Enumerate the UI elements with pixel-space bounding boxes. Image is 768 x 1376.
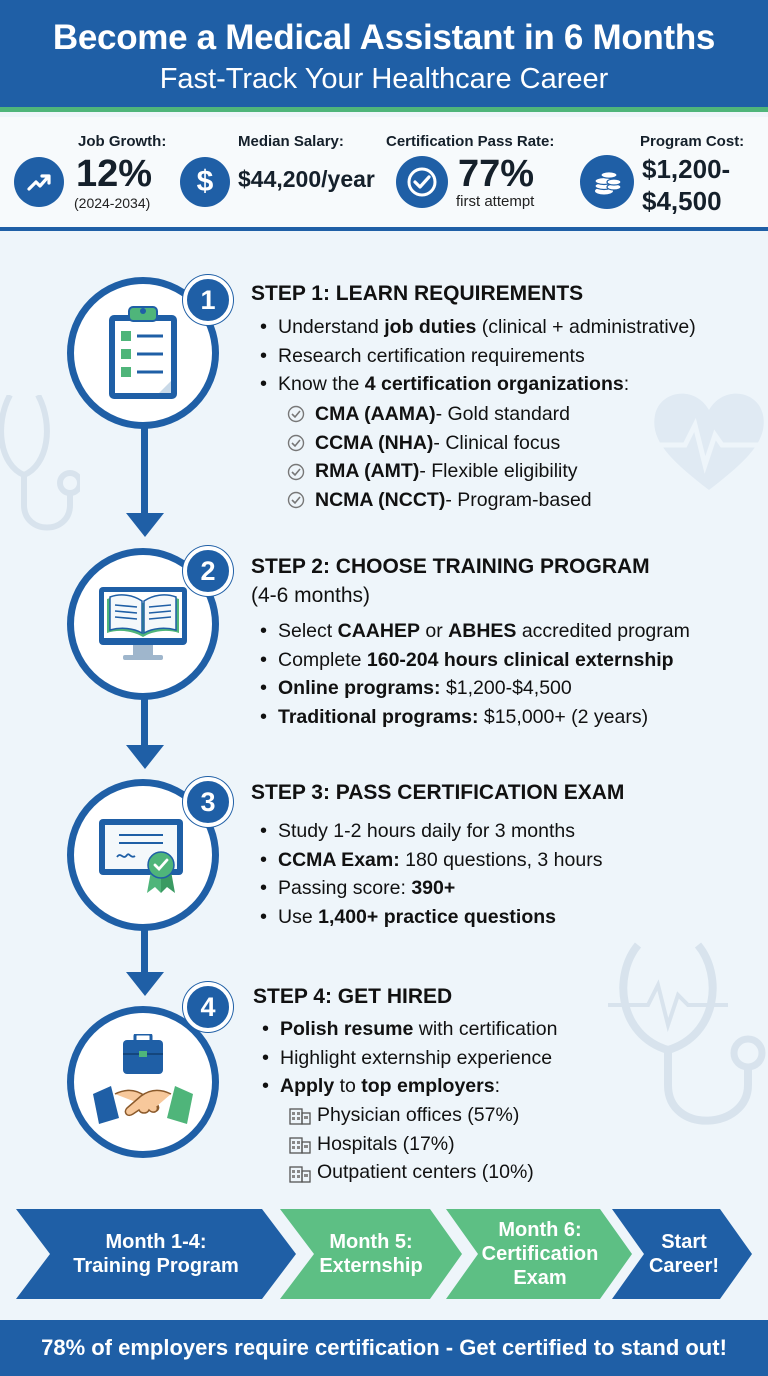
step-4-icon-circle <box>67 1006 219 1158</box>
step-2-title: STEP 2: CHOOSE TRAINING PROGRAM <box>251 555 650 578</box>
dollar-icon: $ <box>180 157 230 207</box>
list-item: CMA (AAMA) - Gold standard <box>287 400 592 429</box>
stat-note: first attempt <box>456 193 535 210</box>
stat-value: 77% <box>458 153 535 195</box>
step-2-number: 2 <box>183 546 233 596</box>
trend-up-icon <box>14 157 64 207</box>
step-3-bullets: Study 1-2 hours daily for 3 months CCMA … <box>258 817 602 932</box>
list-item: Physician offices (57%) <box>289 1101 534 1130</box>
step-2-duration: (4-6 months) <box>251 584 371 607</box>
building-icon <box>289 1134 311 1154</box>
step-4-employers: Physician offices (57%) Hospitals (17%) … <box>289 1101 534 1187</box>
timeline-chevron-2 <box>280 1209 462 1299</box>
list-item: Study 1-2 hours daily for 3 months <box>258 817 602 846</box>
stat-label: Program Cost: <box>640 133 745 150</box>
footer-text: 78% of employers require certification -… <box>41 1335 727 1360</box>
clipboard-icon <box>109 306 177 399</box>
list-item: Outpatient centers (10%) <box>289 1158 534 1187</box>
footer-banner: 78% of employers require certification -… <box>0 1320 768 1376</box>
stat-note: (2024-2034) <box>74 195 151 211</box>
arrow-connector <box>141 425 148 515</box>
step-2-bullets: Select CAAHEP or ABHES accredited progra… <box>258 617 690 732</box>
stethoscope-icon <box>608 942 766 1125</box>
stat-label: Certification Pass Rate: <box>386 133 555 150</box>
stat-value: $44,200/year <box>238 166 375 192</box>
step-2-icon-circle <box>67 548 219 700</box>
page-title: Become a Medical Assistant in 6 Months <box>52 18 716 57</box>
certificate-icon <box>99 819 183 893</box>
stat-value-line1: $1,200- <box>642 154 731 184</box>
heart-pulse-icon <box>650 393 768 490</box>
timeline-chevron-3 <box>446 1209 632 1299</box>
page-subtitle: Fast-Track Your Healthcare Career <box>159 63 609 95</box>
check-circle-icon <box>287 463 305 481</box>
stat-label: Median Salary: <box>238 133 344 150</box>
stat-value: 12% <box>76 153 153 195</box>
header-banner: Become a Medical Assistant in 6 Months F… <box>0 0 768 112</box>
list-item: RMA (AMT) - Flexible eligibility <box>287 457 592 486</box>
list-item: Apply to top employers: <box>260 1072 557 1101</box>
check-circle-icon <box>396 156 448 208</box>
list-item: NCMA (NCCT) - Program-based <box>287 486 592 515</box>
stat-median-salary: $ Median Salary: $44,200/year <box>180 117 390 227</box>
step-1-certifications: CMA (AAMA) - Gold standard CCMA (NHA) - … <box>287 400 592 515</box>
arrow-connector <box>141 928 148 974</box>
step-1-bullets: Understand job duties (clinical + admini… <box>258 313 696 399</box>
stat-value-line2: $4,500 <box>642 186 722 216</box>
arrow-down-icon <box>126 972 164 996</box>
steps-section: 1 STEP 1: LEARN REQUIREMENTS Understand … <box>0 235 768 1205</box>
list-item: Select CAAHEP or ABHES accredited progra… <box>258 617 690 646</box>
timeline-arrows <box>16 1209 752 1299</box>
arrow-connector <box>141 697 148 747</box>
timeline-bar: Month 1-4:Training Program Month 5:Exter… <box>0 1209 768 1299</box>
stat-pass-rate: Certification Pass Rate: 77% first attem… <box>386 117 580 227</box>
check-circle-icon <box>287 434 305 452</box>
step-1-title: STEP 1: LEARN REQUIREMENTS <box>251 282 584 305</box>
list-item: Know the 4 certification organizations: <box>258 370 696 399</box>
step-3-title: STEP 3: PASS CERTIFICATION EXAM <box>251 781 625 804</box>
building-icon <box>289 1163 311 1183</box>
check-circle-icon <box>287 491 305 509</box>
stats-bar: Job Growth: 12% (2024-2034) $ Median Sal… <box>0 117 768 231</box>
list-item: Traditional programs: $15,000+ (2 years) <box>258 703 690 732</box>
list-item: Research certification requirements <box>258 342 696 371</box>
timeline-phase-training: Month 1-4:Training Program <box>73 1231 239 1277</box>
list-item: Use 1,400+ practice questions <box>258 903 602 932</box>
online-course-icon <box>99 587 187 660</box>
list-item: Hospitals (17%) <box>289 1130 534 1159</box>
step-3-icon-circle <box>67 779 219 931</box>
list-item: CCMA Exam: 180 questions, 3 hours <box>258 846 602 875</box>
timeline-chevron-4 <box>612 1209 752 1299</box>
stat-program-cost: Program Cost: $1,200- $4,500 <box>580 117 768 227</box>
list-item: Understand job duties (clinical + admini… <box>258 313 696 342</box>
list-item: CCMA (NHA) - Clinical focus <box>287 429 592 458</box>
list-item: Polish resume with certification <box>260 1015 557 1044</box>
step-3-number: 3 <box>183 777 233 827</box>
list-item: Online programs: $1,200-$4,500 <box>258 674 690 703</box>
list-item: Passing score: 390+ <box>258 874 602 903</box>
step-1-number: 1 <box>183 275 233 325</box>
step-4-bullets: Polish resume with certification Highlig… <box>260 1015 557 1101</box>
coins-icon <box>580 155 634 209</box>
stat-job-growth: Job Growth: 12% (2024-2034) <box>0 117 180 227</box>
list-item: Complete 160-204 hours clinical externsh… <box>258 646 690 675</box>
stethoscope-icon <box>0 395 80 531</box>
handshake-briefcase-icon <box>93 1034 193 1124</box>
step-4-title: STEP 4: GET HIRED <box>253 985 453 1008</box>
building-icon <box>289 1105 311 1125</box>
timeline-chevron-1 <box>16 1209 296 1299</box>
arrow-down-icon <box>126 745 164 769</box>
check-circle-icon <box>287 405 305 423</box>
timeline-phase-externship: Month 5:Externship <box>319 1231 423 1277</box>
step-4-number: 4 <box>183 982 233 1032</box>
arrow-down-icon <box>126 513 164 537</box>
stat-label: Job Growth: <box>78 133 167 150</box>
list-item: Highlight externship experience <box>260 1044 557 1073</box>
